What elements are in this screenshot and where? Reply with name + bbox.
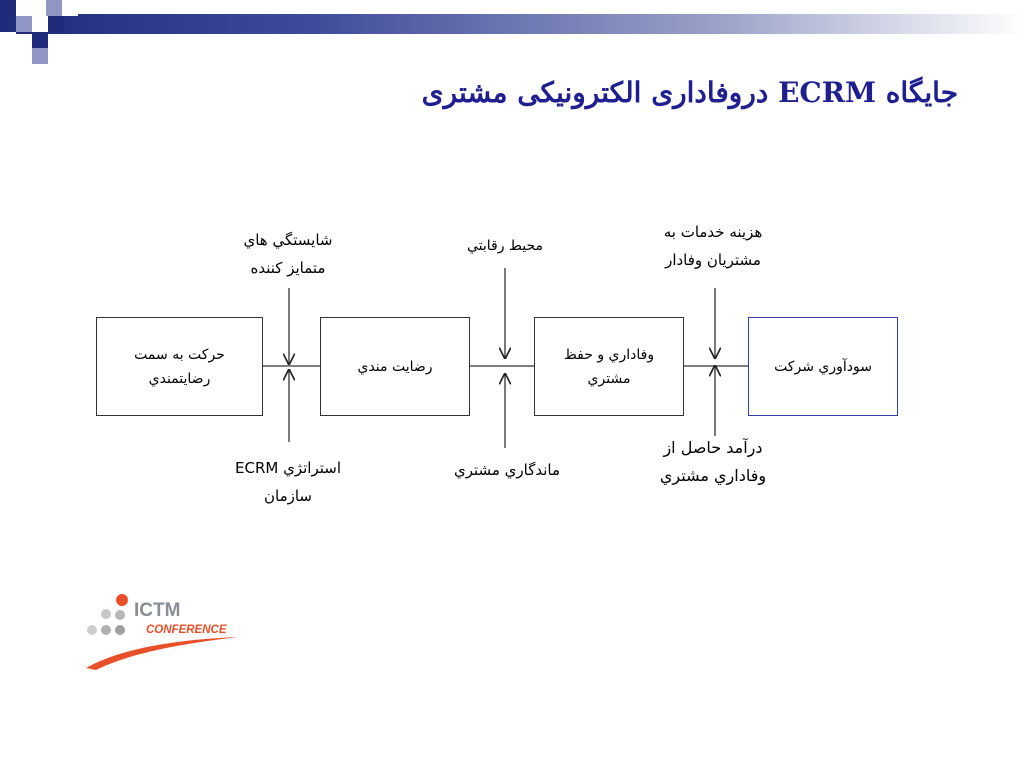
box-loyalty-retention: وفاداري و حفظ مشتري bbox=[534, 317, 684, 416]
logo-name: ICTM bbox=[134, 600, 180, 621]
box-text: مشتري bbox=[587, 370, 631, 387]
header-square bbox=[16, 16, 32, 32]
label-loyalty-revenue: درآمد حاصل از وفاداري مشتري bbox=[659, 438, 767, 485]
logo-dots-icon bbox=[87, 594, 128, 635]
header-square bbox=[48, 16, 64, 32]
header-square bbox=[32, 32, 48, 48]
box-text: رضايتمندي bbox=[148, 370, 211, 387]
box-text: وفاداري و حفظ bbox=[563, 346, 655, 363]
label-competitive-environment: محيط رقابتي bbox=[466, 238, 543, 254]
header-square bbox=[0, 32, 16, 48]
box-company-profitability: سودآوري شركت bbox=[748, 317, 898, 416]
box-text: رضايت مندي bbox=[357, 358, 433, 375]
header-square bbox=[0, 0, 16, 16]
header-square bbox=[16, 0, 46, 16]
label-ecrm-strategy: استراتژي ECRM سازمان bbox=[235, 459, 341, 505]
header-band bbox=[0, 14, 1024, 34]
header-square bbox=[62, 0, 78, 16]
slide-title: جایگاه ECRM دروفاداری الکترونیکی مشتری bbox=[421, 76, 958, 109]
header-square bbox=[46, 0, 62, 16]
label-distinctive-competencies: شايستگي هاي متمايز كننده bbox=[243, 231, 333, 277]
box-text: حركت به سمت bbox=[134, 346, 225, 363]
box-satisfaction: رضايت مندي bbox=[320, 317, 470, 416]
ictm-logo: ICTM CONFERENCE bbox=[86, 594, 238, 670]
label-customer-retention: ماندگاري مشتري bbox=[453, 461, 561, 479]
logo-swoosh-icon bbox=[86, 637, 238, 670]
box-text: سودآوري شركت bbox=[774, 358, 872, 375]
box-move-to-satisfaction: حركت به سمت رضايتمندي bbox=[96, 317, 263, 416]
header-square bbox=[32, 16, 48, 32]
header-square bbox=[32, 48, 48, 64]
logo-sub: CONFERENCE bbox=[146, 624, 227, 636]
label-loyal-customer-cost: هزينه خدمات به مشتريان وفادار bbox=[663, 223, 763, 269]
